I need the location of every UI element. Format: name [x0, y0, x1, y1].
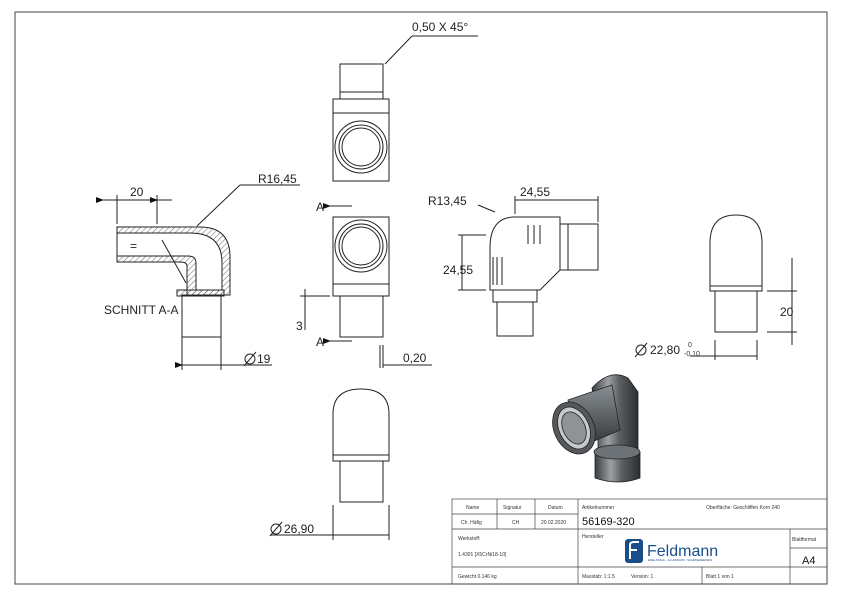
section-view — [96, 184, 300, 370]
title-block — [451, 498, 828, 585]
radius-left-label: R16,45 — [258, 172, 297, 186]
bottom-view — [270, 388, 390, 540]
right-view — [690, 214, 797, 360]
equal-mark: = — [130, 239, 137, 253]
side-view — [458, 196, 599, 337]
tb-gewicht: Gewicht 0.146 kg — [458, 574, 497, 580]
tb-blattformat-value: A4 — [802, 555, 815, 567]
chamfer-label: 0,50 X 45° — [412, 20, 468, 34]
dim-3: 3 — [296, 319, 303, 333]
tb-werkstoff-value: 1.4301 [X5CrNi18-10] — [458, 552, 507, 558]
dim-top-width: 20 — [130, 185, 144, 199]
tb-blatt: Blatt 1 von 1 — [706, 574, 734, 580]
tb-artikel-label: Artikelnummer — [582, 505, 615, 511]
top-view — [332, 35, 478, 182]
tb-col-datum: Datum — [548, 505, 563, 511]
tb-col-name: Name — [466, 505, 480, 511]
diam-19: 19 — [257, 352, 271, 366]
svg-text:EDELSTAHL · ALUMINIUM · SCHMIE: EDELSTAHL · ALUMINIUM · SCHMIEDEEISEN — [648, 558, 712, 562]
svg-text:Feldmann: Feldmann — [647, 543, 718, 560]
tb-blattformat-label: Blattformat — [792, 537, 817, 543]
diameter-symbol — [244, 353, 256, 365]
radius-iso-label: R13,45 — [428, 194, 467, 208]
diameter-symbol-2690 — [270, 523, 282, 535]
dim-20-right: 20 — [780, 305, 794, 319]
tb-row-sig: CH — [512, 520, 520, 526]
diameter-symbol-2280 — [635, 344, 647, 356]
dim-iso-width: 24,55 — [520, 185, 550, 199]
diam-26-90: 26,90 — [284, 522, 314, 536]
section-mark-top: A — [316, 200, 324, 214]
tb-hersteller-label: Hersteller — [582, 534, 604, 540]
render-3d — [552, 374, 641, 483]
tb-row-name: Ch. Häfig — [461, 520, 482, 526]
dim-0-20: 0,20 — [403, 351, 427, 365]
tb-row-date: 20.02.2020 — [541, 520, 566, 526]
section-mark-bottom: A — [316, 335, 324, 349]
tb-werkstoff-label: Werkstoff: — [458, 536, 480, 542]
tol-lower: -0,10 — [684, 351, 700, 358]
dim-iso-height: 24,55 — [443, 263, 473, 277]
sheet-border — [14, 11, 828, 585]
tol-upper: 0 — [688, 342, 692, 349]
diam-22-80: 22,80 — [650, 343, 680, 357]
feldmann-logo: Feldmann EDELSTAHL · ALUMINIUM · SCHMIED… — [625, 539, 718, 563]
tb-artikel-value: 56169-320 — [582, 516, 635, 528]
tb-col-signatur: Signatur — [503, 505, 522, 511]
section-title: SCHNITT A-A — [104, 303, 178, 317]
tb-version: Version: 1 — [631, 574, 653, 580]
tb-oberflaeche: Oberfläche: Geschliffen Korn 240 — [706, 505, 780, 511]
tb-massstab: Masstab: 1:1.5 — [582, 574, 615, 580]
front-view — [300, 203, 432, 368]
